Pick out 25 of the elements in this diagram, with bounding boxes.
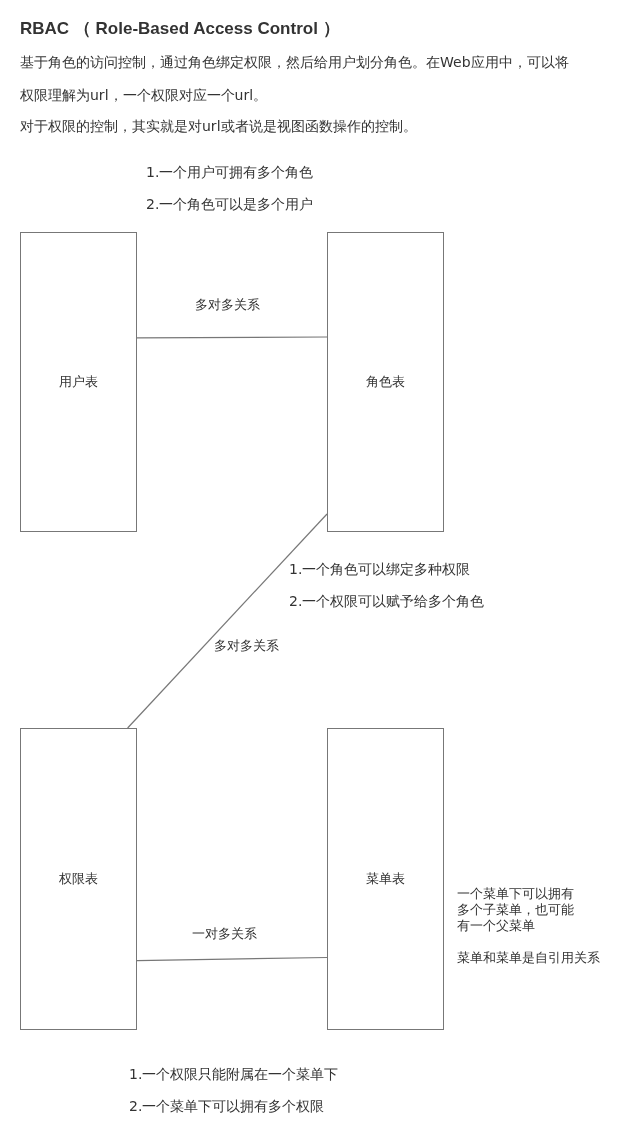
- side-note: 菜单和菜单是自引用关系: [457, 950, 601, 966]
- edge-label: 一对多关系: [190, 926, 259, 942]
- table-name: 菜单表: [365, 871, 406, 887]
- table-box: [20, 232, 137, 532]
- paragraph: 对于权限的控制，其实就是对url或者说是视图函数操作的控制。: [20, 117, 417, 135]
- connector-line: [127, 513, 328, 729]
- note-text: 2.一个权限可以赋予给多个角色: [289, 592, 485, 610]
- side-note: 一个菜单下可以拥有多个子菜单，也可能有一个父菜单: [457, 886, 575, 934]
- title: RBAC （ Role-Based Access Control ）: [20, 18, 340, 40]
- note-text: 2.一个菜单下可以拥有多个权限: [129, 1097, 325, 1115]
- table-box: [327, 232, 444, 532]
- note-text: 2.一个角色可以是多个用户: [146, 195, 314, 213]
- table-box: [327, 728, 444, 1030]
- connector-line: [136, 336, 328, 339]
- edge-label: 多对多关系: [193, 297, 262, 313]
- edge-label: 多对多关系: [212, 638, 281, 654]
- table-name: 权限表: [58, 871, 99, 887]
- note-text: 1.一个用户可拥有多个角色: [146, 163, 314, 181]
- table-name: 角色表: [365, 374, 406, 390]
- note-text: 1.一个权限只能附属在一个菜单下: [129, 1065, 339, 1083]
- connector-line: [136, 956, 328, 962]
- table-name: 用户表: [58, 374, 99, 390]
- note-text: 1.一个角色可以绑定多种权限: [289, 560, 471, 578]
- table-box: [20, 728, 137, 1030]
- paragraph: 基于角色的访问控制，通过角色绑定权限，然后给用户划分角色。在Web应用中，可以将权限理解为url，一个权限对应一个url。: [20, 53, 570, 105]
